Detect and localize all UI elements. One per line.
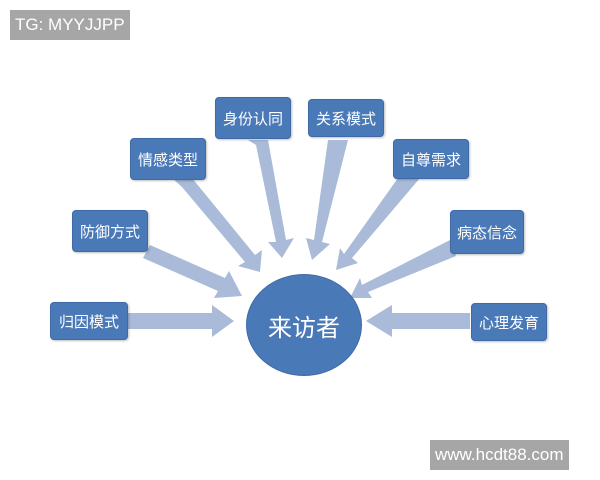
arrow-self-esteem — [336, 178, 420, 270]
node-self-esteem: 自尊需求 — [393, 139, 469, 179]
node-attribution: 归因模式 — [50, 302, 128, 340]
arrow-attribution — [128, 305, 234, 337]
node-pathological-belief: 病态信念 — [450, 210, 524, 254]
watermark-bottom-right: www.hcdt88.com — [430, 440, 569, 470]
node-emotion: 情感类型 — [130, 138, 206, 180]
arrow-pathological-belief — [350, 240, 456, 298]
node-identity: 身份认同 — [215, 97, 291, 139]
center-node-visitor: 来访者 — [246, 274, 362, 376]
arrow-identity — [248, 140, 294, 258]
node-relationship: 关系模式 — [308, 99, 384, 137]
arrow-emotion — [172, 178, 262, 272]
node-defense: 防御方式 — [72, 210, 148, 252]
watermark-top-left: TG: MYYJJPP — [10, 10, 130, 40]
arrow-relationship — [306, 140, 348, 260]
node-psych-development: 心理发育 — [471, 303, 547, 341]
arrow-defense — [143, 245, 242, 298]
arrow-psych-development — [366, 305, 470, 337]
